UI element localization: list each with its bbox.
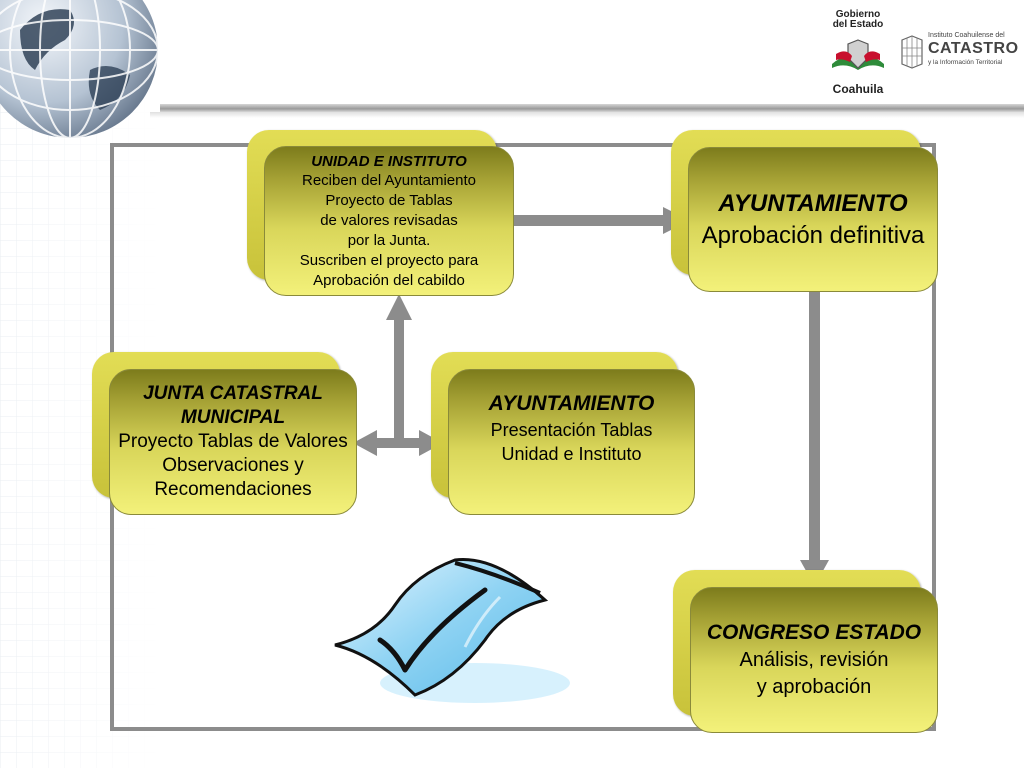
header-rule	[160, 104, 1024, 112]
edge-junta-ayuntamiento-shaft	[375, 438, 421, 448]
node-junta-line: Recomendaciones	[154, 479, 312, 500]
node-unidad-line: de valores revisadas	[320, 211, 458, 229]
node-ayuntamiento-pres-line: Unidad e Instituto	[501, 444, 642, 464]
node-ayuntamiento-def-line: Aprobación definitiva	[701, 221, 925, 249]
coahuila-shield-icon	[832, 39, 884, 70]
node-unidad-title: UNIDAD E INSTITUTO	[311, 152, 467, 170]
node-junta-line: Observaciones y	[162, 455, 304, 476]
edge-junta-to-unidad-shaft	[394, 318, 404, 443]
checkmark-document-icon	[334, 558, 570, 703]
node-unidad-line: Aprobación del cabildo	[313, 271, 465, 289]
node-congreso-title: CONGRESO ESTADO	[706, 621, 922, 644]
logo-gob-line1: Gobierno	[835, 9, 881, 20]
node-ayuntamiento-pres-line: Presentación Tablas	[490, 420, 653, 440]
logo-cat-line3: y la Información Territorial	[928, 59, 1003, 66]
node-congreso-estado: CONGRESO ESTADO Análisis, revisión y apr…	[673, 570, 939, 734]
node-unidad-instituto: UNIDAD E INSTITUTO Reciben del Ayuntamie…	[247, 130, 515, 296]
logo-cat-name: CATASTRO	[928, 40, 1019, 57]
globe-icon	[0, 0, 159, 139]
edge-junta-ayuntamiento-head-left	[353, 430, 377, 456]
node-ayuntamiento-aprobacion: AYUNTAMIENTO Aprobación definitiva	[671, 130, 939, 293]
node-unidad-line: Reciben del Ayuntamiento	[301, 171, 476, 189]
edge-unidad-to-ayuntamiento-shaft	[510, 215, 665, 226]
logo-cat-line1: Instituto Coahuilense del	[928, 32, 1005, 39]
node-congreso-line: y aprobación	[756, 676, 872, 698]
node-junta-title: MUNICIPAL	[180, 407, 286, 428]
catastro-globe-icon	[901, 35, 923, 69]
node-unidad-line: Suscriben el proyecto para	[299, 251, 479, 269]
node-unidad-line: Proyecto de Tablas	[325, 191, 453, 209]
node-ayuntamiento-def-title: AYUNTAMIENTO	[718, 189, 908, 217]
node-ayuntamiento-presentacion: AYUNTAMIENTO Presentación Tablas Unidad …	[431, 352, 696, 516]
logo-gob-line2: del Estado	[832, 19, 884, 30]
node-junta-line: Proyecto Tablas de Valores	[118, 431, 348, 452]
catastro-logo: Instituto Coahuilense del CATASTRO y la …	[898, 32, 1018, 72]
header-rule-shadow	[150, 112, 1024, 118]
node-unidad-line: por la Junta.	[347, 231, 431, 249]
node-ayuntamiento-pres-title: AYUNTAMIENTO	[488, 392, 655, 415]
edge-ayuntamiento-to-congreso-shaft	[809, 290, 820, 562]
gobierno-coahuila-logo: Gobierno del Estado Coahuila	[826, 9, 890, 96]
node-congreso-line: Análisis, revisión	[739, 649, 889, 671]
node-junta-title: JUNTA CATASTRAL	[143, 383, 323, 404]
edge-junta-to-unidad-head	[386, 294, 412, 320]
node-junta-catastral: JUNTA CATASTRAL MUNICIPAL Proyecto Tabla…	[92, 352, 358, 516]
logo-gob-name: Coahuila	[832, 82, 884, 96]
